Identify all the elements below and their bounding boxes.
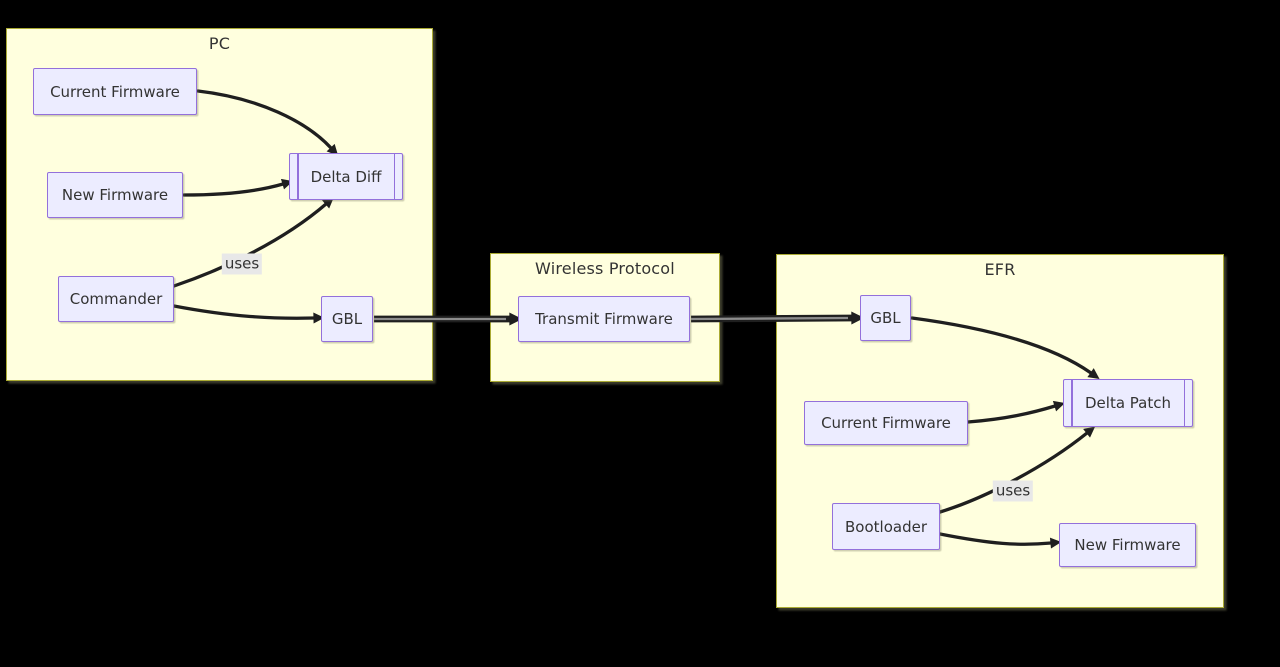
node-efr-gbl: GBL bbox=[860, 295, 911, 341]
edge-label-efr-uses: uses bbox=[992, 480, 1034, 502]
node-efr-current-firmware: Current Firmware bbox=[804, 401, 968, 445]
node-pc-gbl: GBL bbox=[321, 296, 373, 342]
node-efr-bootloader: Bootloader bbox=[832, 503, 940, 550]
node-efr-delta-patch: Delta Patch bbox=[1063, 379, 1193, 427]
node-pc-delta-diff: Delta Diff bbox=[289, 153, 403, 200]
node-pc-new-firmware: New Firmware bbox=[47, 172, 183, 218]
node-transmit-firmware: Transmit Firmware bbox=[518, 296, 690, 342]
node-pc-current-firmware: Current Firmware bbox=[33, 68, 197, 115]
node-pc-commander: Commander bbox=[58, 276, 174, 322]
node-efr-new-firmware: New Firmware bbox=[1059, 523, 1196, 567]
cluster-wireless-protocol-title: Wireless Protocol bbox=[535, 259, 675, 278]
cluster-efr-title: EFR bbox=[984, 260, 1016, 279]
cluster-pc-title: PC bbox=[208, 34, 231, 53]
edge-label-pc-uses: uses bbox=[221, 253, 263, 275]
